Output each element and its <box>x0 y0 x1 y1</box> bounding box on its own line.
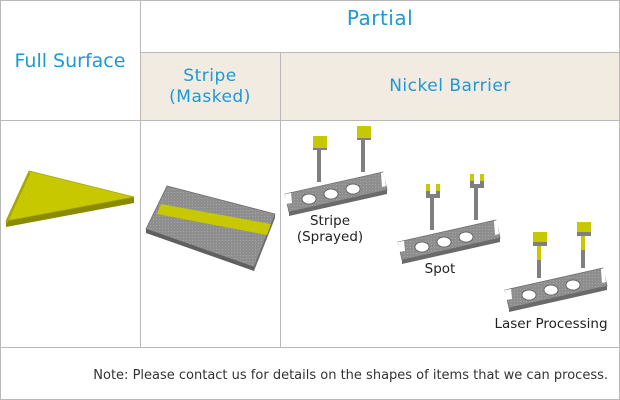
spot-connector <box>397 173 501 265</box>
divider-col1 <box>140 0 141 347</box>
full-surface-plate <box>5 170 135 227</box>
label-laser-processing: Laser Processing <box>494 316 608 332</box>
border-left <box>0 0 1 400</box>
header-stripe-masked: Stripe (Masked) <box>140 66 280 108</box>
header-nickel-barrier-bg <box>280 52 620 120</box>
header-full-surface: Full Surface <box>14 50 126 72</box>
divider-header-body <box>0 120 620 121</box>
label-spot: Spot <box>424 261 456 277</box>
label-stripe-sprayed-line1: Stripe <box>309 213 351 229</box>
contact-note: Note: Please contact us for details on t… <box>93 368 608 383</box>
label-stripe-sprayed: Stripe (Sprayed) <box>290 213 370 245</box>
header-stripe-masked-bg <box>140 52 280 120</box>
label-stripe-sprayed-line2: (Sprayed) <box>296 229 364 245</box>
stripe-sprayed-connector <box>284 125 388 217</box>
header-partial: Partial <box>346 6 414 30</box>
header-stripe-masked-line1: Stripe <box>183 66 237 86</box>
stripe-masked-plate <box>145 185 276 271</box>
border-top <box>0 0 620 1</box>
laser-processing-connector <box>504 221 608 313</box>
header-stripe-masked-line2: (Masked) <box>169 87 251 107</box>
divider-partial-sub <box>140 52 620 53</box>
header-nickel-barrier: Nickel Barrier <box>389 76 511 96</box>
divider-col2 <box>280 52 281 347</box>
divider-body-note <box>0 347 620 348</box>
